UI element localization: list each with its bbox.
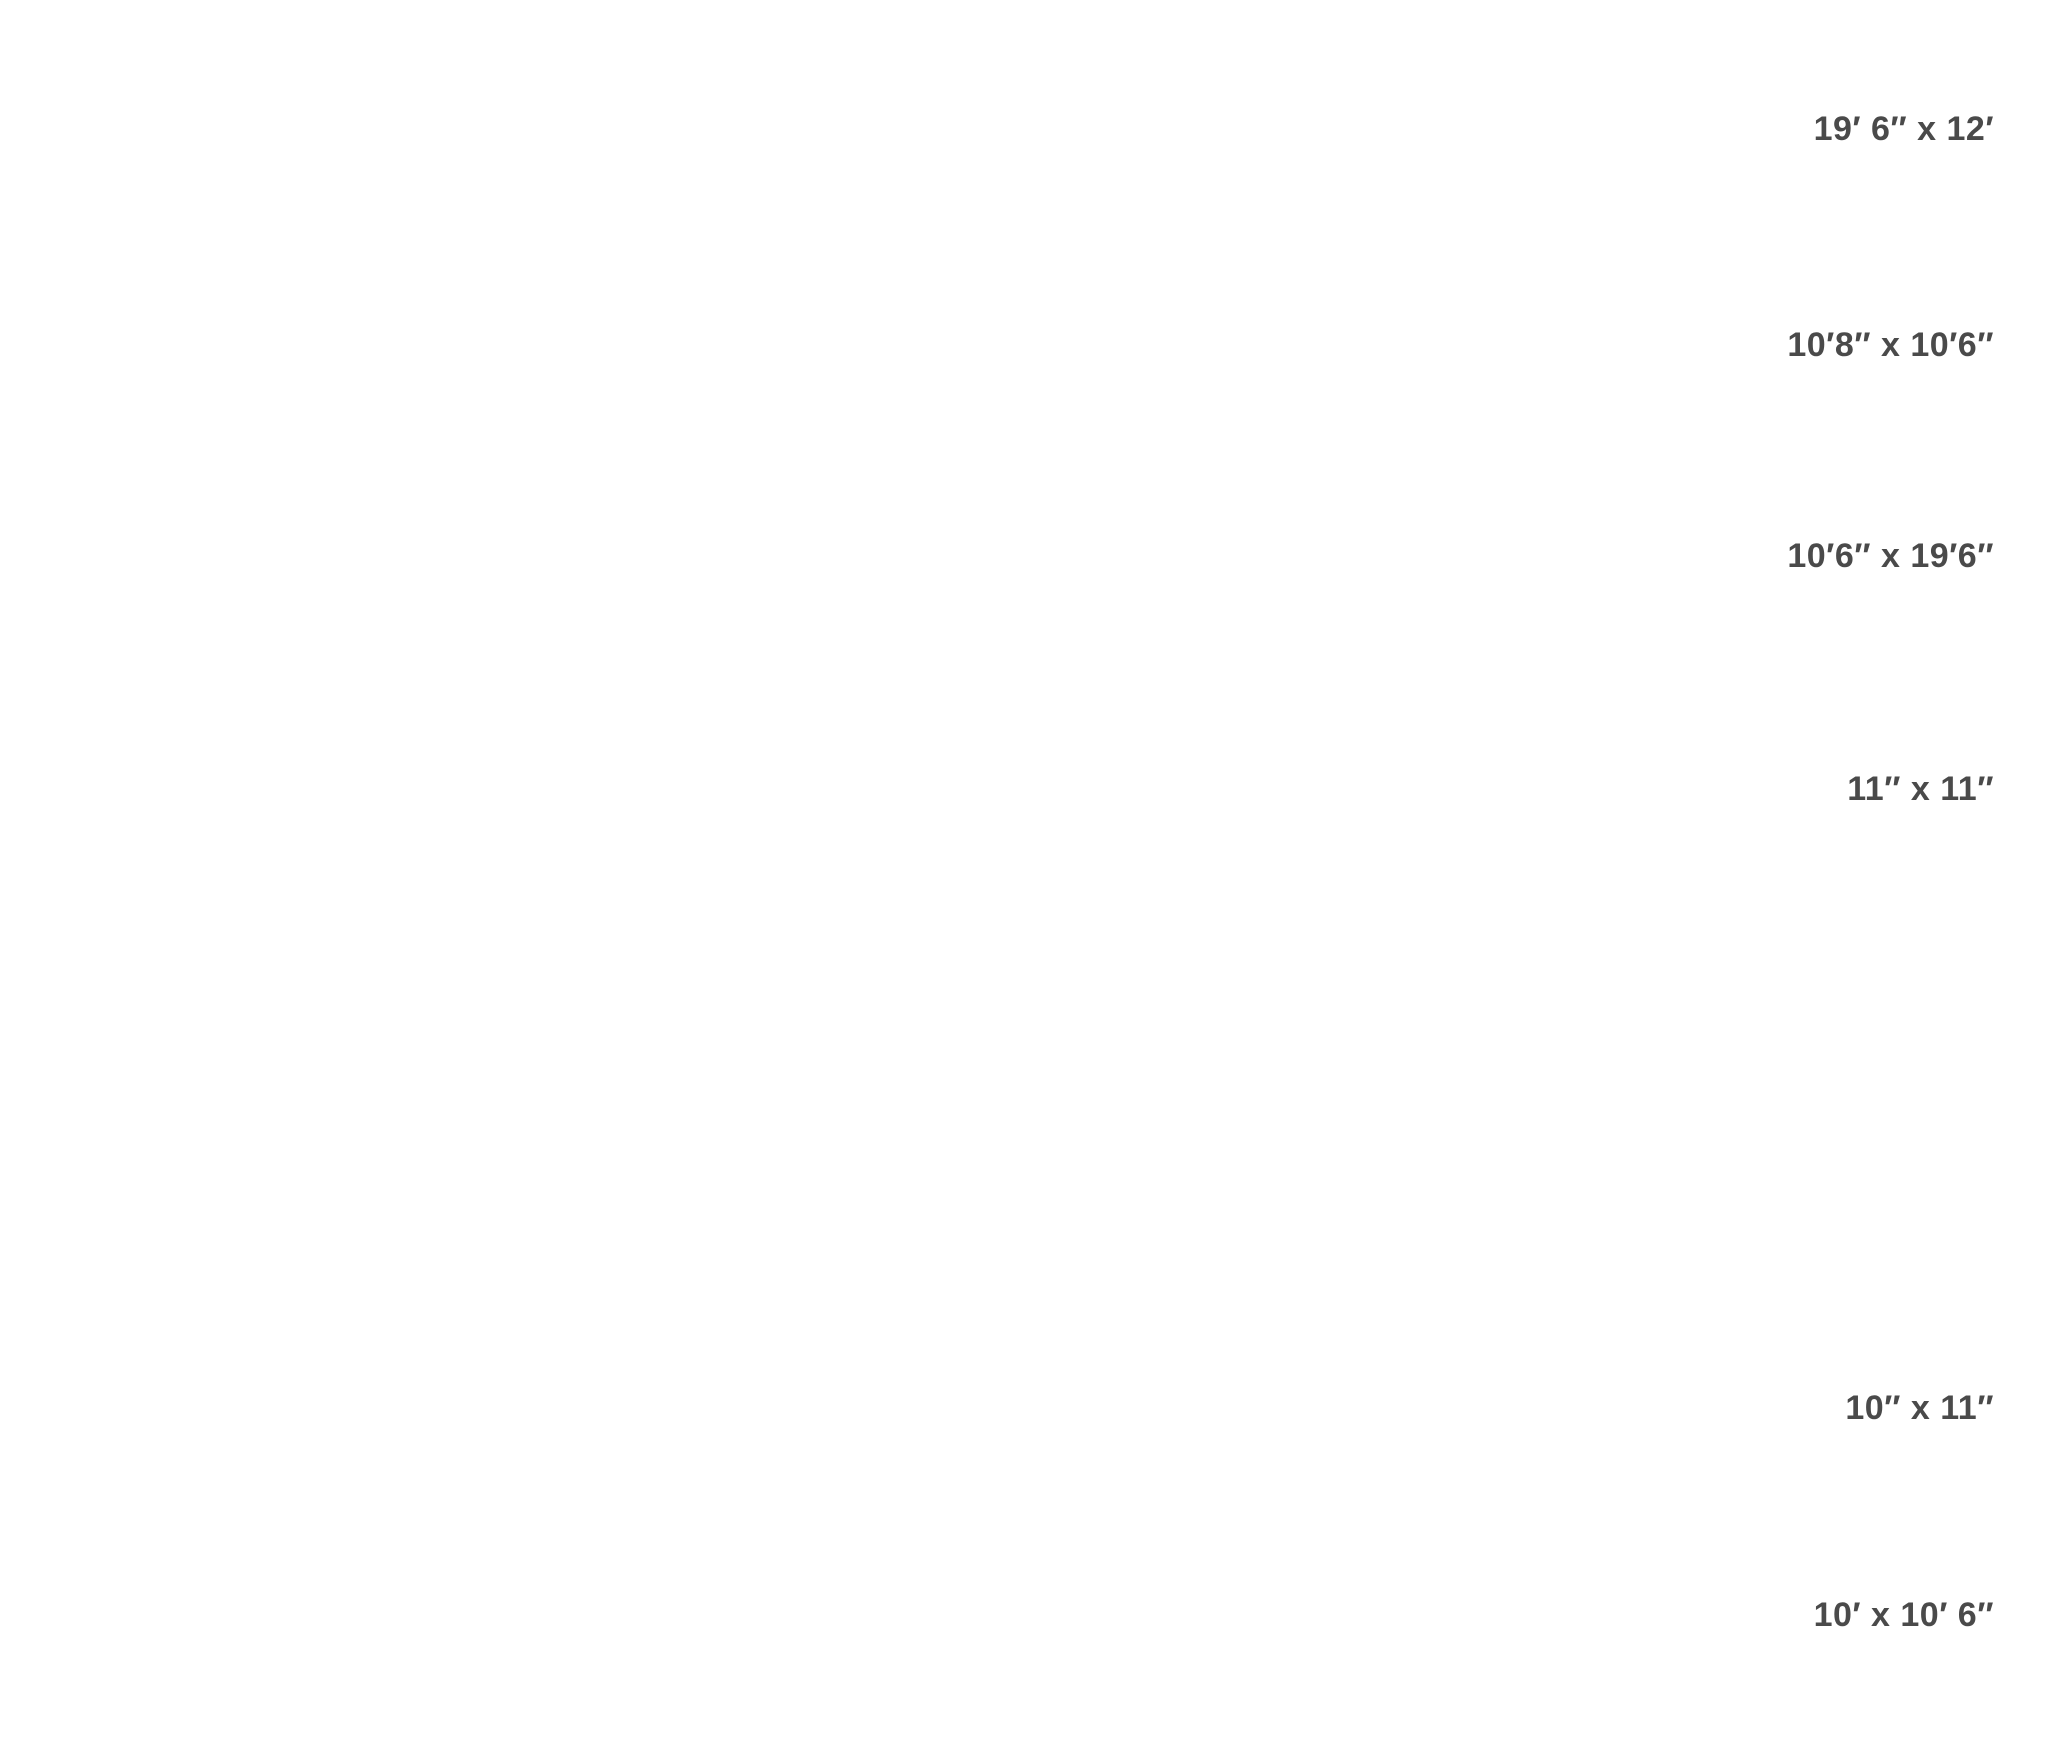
room-dimension-5: 10″ x 11″ <box>1845 1389 1994 1427</box>
room-dimension-6: 10′ x 10′ 6″ <box>1813 1596 1994 1634</box>
room-dimension-4: 11″ x 11″ <box>1847 770 1994 808</box>
room-dimension-1: 19′ 6″ x 12′ <box>1813 110 1994 148</box>
room-dimension-3: 10′6″ x 19′6″ <box>1787 537 1994 575</box>
room-dimension-2: 10′8″ x 10′6″ <box>1787 326 1994 364</box>
